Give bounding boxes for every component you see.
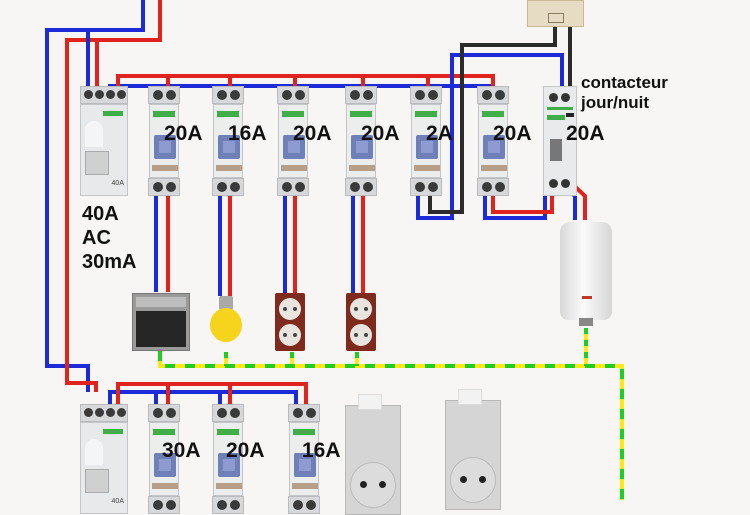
breaker-toggle[interactable] [294, 453, 316, 477]
breaker-rating: 20A [361, 122, 400, 145]
breaker-rating: 20A [226, 439, 265, 462]
breaker-toggle[interactable] [416, 135, 438, 159]
contactor-label: contacteur jour/nuit [581, 73, 668, 113]
contactor-label-line1: contacteur [581, 73, 668, 92]
breaker-rating: 20A [164, 122, 203, 145]
main-feed-wires [45, 0, 162, 392]
rcd-top-label: 40A AC 30mA [82, 202, 137, 312]
breaker-toggle[interactable] [154, 453, 176, 477]
contactor-label-line2: jour/nuit [581, 93, 649, 112]
circuit-breaker [345, 86, 377, 196]
load-wires [154, 27, 587, 296]
double-socket-icon [346, 293, 376, 351]
breaker-toggle[interactable] [283, 135, 305, 159]
breaker-rating: 2A [426, 122, 453, 145]
breaker-toggle[interactable] [218, 453, 240, 477]
breaker-toggle[interactable] [483, 135, 505, 159]
rcd-handle[interactable] [85, 151, 109, 175]
circuit-breaker [148, 86, 180, 196]
rcd-handle[interactable] [85, 469, 109, 493]
earth-wire [158, 328, 624, 500]
breaker-rating: 20A [293, 122, 332, 145]
rcd-label-type: AC [82, 227, 111, 249]
rcd-top: 40A [80, 86, 128, 196]
din-socket-1 [345, 394, 401, 515]
circuit-breaker [477, 86, 509, 196]
rcd-label-current: 40A [82, 203, 119, 225]
bottom-busbar [108, 382, 308, 404]
breaker-toggle[interactable] [154, 135, 176, 159]
rcd-bottom: 40A [80, 404, 128, 514]
light-bulb-icon [208, 296, 244, 354]
breaker-rating: 16A [228, 122, 267, 145]
timer-switch-icon [527, 0, 584, 27]
double-socket-icon [275, 293, 305, 351]
breaker-rating: 16A [302, 439, 341, 462]
circuit-breaker [277, 86, 309, 196]
day-night-contactor [543, 86, 577, 196]
contactor-rating: 20A [566, 122, 605, 145]
circuit-breaker [212, 86, 244, 196]
rcd-rating-tag: 40A [111, 180, 124, 187]
breaker-rating: 30A [162, 439, 201, 462]
rcd-label-sensitivity: 30mA [82, 251, 137, 273]
din-socket-2 [445, 389, 501, 510]
timer-switch-toggle [548, 13, 564, 23]
breaker-toggle[interactable] [351, 135, 373, 159]
rcd-rating-tag: 40A [111, 498, 124, 505]
breaker-rating: 20A [493, 122, 532, 145]
water-heater-icon [560, 222, 612, 326]
circuit-breaker [410, 86, 442, 196]
breaker-toggle[interactable] [218, 135, 240, 159]
oven-icon [132, 293, 190, 351]
